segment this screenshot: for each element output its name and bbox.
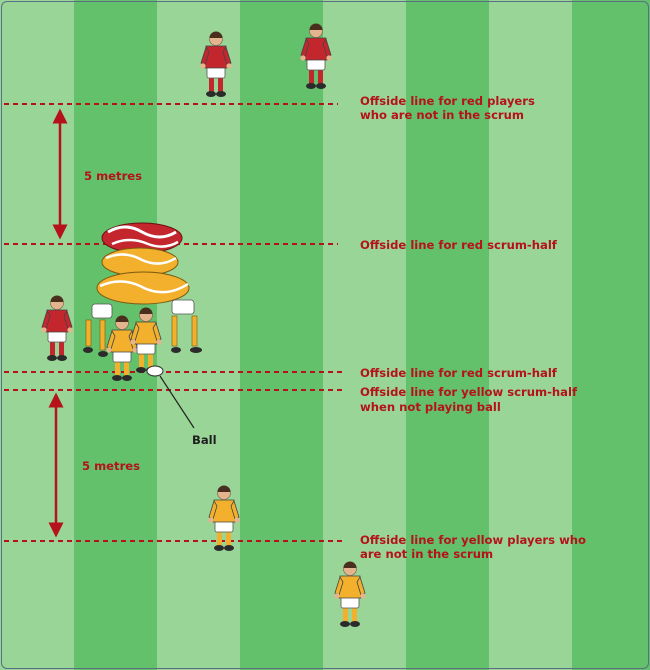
- field-stripe: [323, 0, 406, 670]
- ball-label: Ball: [192, 433, 217, 447]
- ball-pointer: [159, 375, 195, 429]
- label-red-players: Offside line for red players who are not…: [360, 94, 539, 122]
- scrum-icon: [83, 222, 202, 357]
- ball-icon: [146, 365, 164, 377]
- label-red-players-line2: who are not in the scrum: [360, 108, 524, 122]
- field-stripe: [240, 0, 323, 670]
- distance-label-bottom: 5 metres: [82, 459, 140, 473]
- label-red-scrum-half-bottom: Offside line for red scrum-half: [360, 366, 558, 380]
- field-stripe: [572, 0, 650, 670]
- field-stripe: [406, 0, 489, 670]
- label-yellow-scrum-half-line2: when not playing ball: [360, 400, 501, 414]
- label-yellow-scrum-half-line1: Offside line for yellow scrum-half: [360, 385, 578, 399]
- label-red-scrum-half-top: Offside line for red scrum-half: [360, 238, 558, 252]
- field-stripe: [157, 0, 240, 670]
- label-yellow-players: Offside line for yellow players who are …: [360, 533, 590, 561]
- label-red-players-line1: Offside line for red players: [360, 94, 535, 108]
- label-yellow-players-line2: are not in the scrum: [360, 547, 493, 561]
- label-yellow-scrum-half: Offside line for yellow scrum-half when …: [360, 385, 581, 414]
- distance-label-top: 5 metres: [84, 169, 142, 183]
- field-stripe: [489, 0, 572, 670]
- label-yellow-players-line1: Offside line for yellow players who: [360, 533, 586, 547]
